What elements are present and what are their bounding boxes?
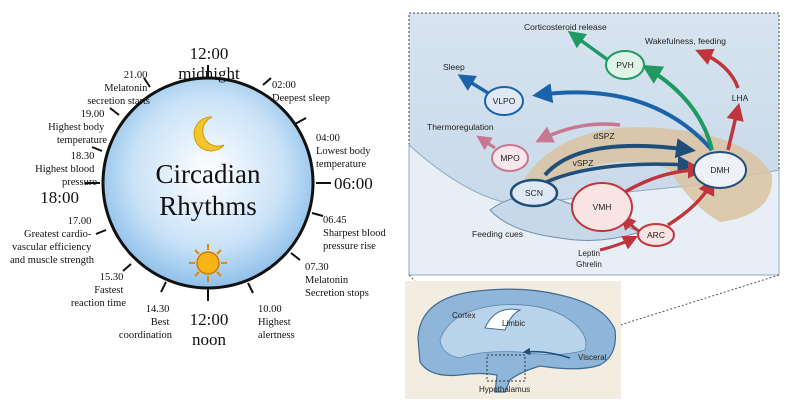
- label-leptin: Leptin: [578, 249, 600, 258]
- nucleus-arc: ARC: [637, 223, 675, 247]
- arrow-pvh-cort: [567, 30, 610, 62]
- arrow-dmh-lha: [726, 102, 744, 151]
- nucleus-vmh: VMH: [571, 182, 633, 232]
- arrow-scn-vspz: [539, 155, 696, 187]
- time-label-midnight: 12:00: [190, 44, 229, 63]
- event-highest-body-temp: 19.00 Highest body temperature: [48, 109, 107, 146]
- time-sub-midnight: midnight: [178, 64, 240, 83]
- arrow-vlpo-sleep: [457, 74, 489, 95]
- visceral-pathway: [522, 347, 571, 359]
- arrow-mpo-thermo: [476, 135, 496, 151]
- event-melatonin-start: 21.00 Melatonin secretion starts: [87, 70, 150, 107]
- clock-face: [101, 76, 315, 290]
- event-best-coordination: 14.30 Best coordination: [119, 304, 173, 341]
- clock-title-line-1: Circadian: [156, 159, 261, 189]
- event-highest-alertness: 10.00 Highest alertness: [258, 304, 295, 341]
- event-cardio-efficiency: 17.00 Greatest cardio- vascular efficien…: [10, 216, 95, 266]
- label-dspz: dSPZ: [593, 131, 614, 141]
- hypothalamus-panel: VLPO PVH LHA MPO dSPZ vSPZ SCN VMH ARC: [408, 12, 780, 276]
- nucleus-scn: SCN: [509, 178, 559, 208]
- nucleus-dmh: DMH: [693, 151, 747, 189]
- label-visceral: Visceral: [578, 353, 607, 362]
- arrow-dmh-vlpo: [532, 83, 714, 152]
- nucleus-pvh: PVH: [605, 50, 645, 80]
- event-deepest-sleep: 02:00 Deepest sleep: [272, 80, 330, 104]
- circadian-clock: Circadian Rhythms 12:00 midnight 12:00 n…: [10, 44, 388, 349]
- moon-icon: [193, 116, 225, 152]
- event-melatonin-stops: 07.30 Melatonin Secretion stops: [305, 262, 369, 299]
- arrow-dspz-mpo: [535, 122, 621, 143]
- brain-panel: Cortex Limbic Visceral Hypothalamus: [405, 281, 621, 399]
- label-limbic: Limbic: [502, 319, 525, 328]
- clock-title-line-2: Rhythms: [159, 191, 257, 221]
- event-lowest-body-temp: 04:00 Lowest body temperature: [316, 133, 373, 170]
- label-wakefulness: Wakefulness, feeding: [645, 36, 726, 46]
- event-sharpest-bp-rise: 06.45 Sharpest blood pressure rise: [323, 215, 388, 252]
- arrow-vmh-dmh: [619, 161, 706, 197]
- svg-text:SCN: SCN: [525, 188, 543, 198]
- label-corticosteroid: Corticosteroid release: [524, 22, 607, 32]
- event-highest-blood-pressure: 18.30 Highest blood pressure: [35, 151, 97, 188]
- arrow-scn-spz: [543, 138, 696, 177]
- brain-inner: [439, 304, 587, 359]
- svg-text:MPO: MPO: [500, 153, 520, 163]
- label-vspz: vSPZ: [573, 158, 594, 168]
- label-feeding-cues: Feeding cues: [472, 229, 523, 239]
- label-cortex: Cortex: [452, 311, 476, 320]
- svg-text:DMH: DMH: [710, 165, 729, 175]
- label-sleep: Sleep: [443, 62, 465, 72]
- label-ghrelin: Ghrelin: [576, 260, 602, 269]
- svg-text:PVH: PVH: [616, 60, 633, 70]
- event-fastest-reaction: 15.30 Fastest reaction time: [71, 272, 126, 309]
- arrow-leptin-arc: [599, 235, 639, 252]
- time-label-0600: 06:00: [334, 174, 373, 193]
- label-thermoregulation: Thermoregulation: [427, 122, 494, 132]
- nucleus-vlpo: VLPO: [484, 86, 524, 116]
- arrow-lha-wake: [695, 48, 740, 89]
- time-label-1800: 18:00: [40, 188, 79, 207]
- time-label-noon: 12:00: [190, 310, 229, 329]
- label-hypothalamus: Hypothalamus: [479, 385, 530, 394]
- nucleus-lha: LHA: [732, 93, 749, 103]
- svg-text:LHA: LHA: [732, 93, 749, 103]
- svg-text:VLPO: VLPO: [493, 96, 516, 106]
- nucleus-mpo: MPO: [491, 144, 529, 172]
- arrow-dmh-pvh: [641, 64, 714, 151]
- clock-ticks: [85, 65, 331, 301]
- svg-text:ARC: ARC: [647, 230, 665, 240]
- limbic-structure: [484, 308, 522, 331]
- svg-text:VMH: VMH: [593, 202, 612, 212]
- sun-icon: [189, 244, 227, 282]
- time-sub-noon: noon: [192, 330, 227, 349]
